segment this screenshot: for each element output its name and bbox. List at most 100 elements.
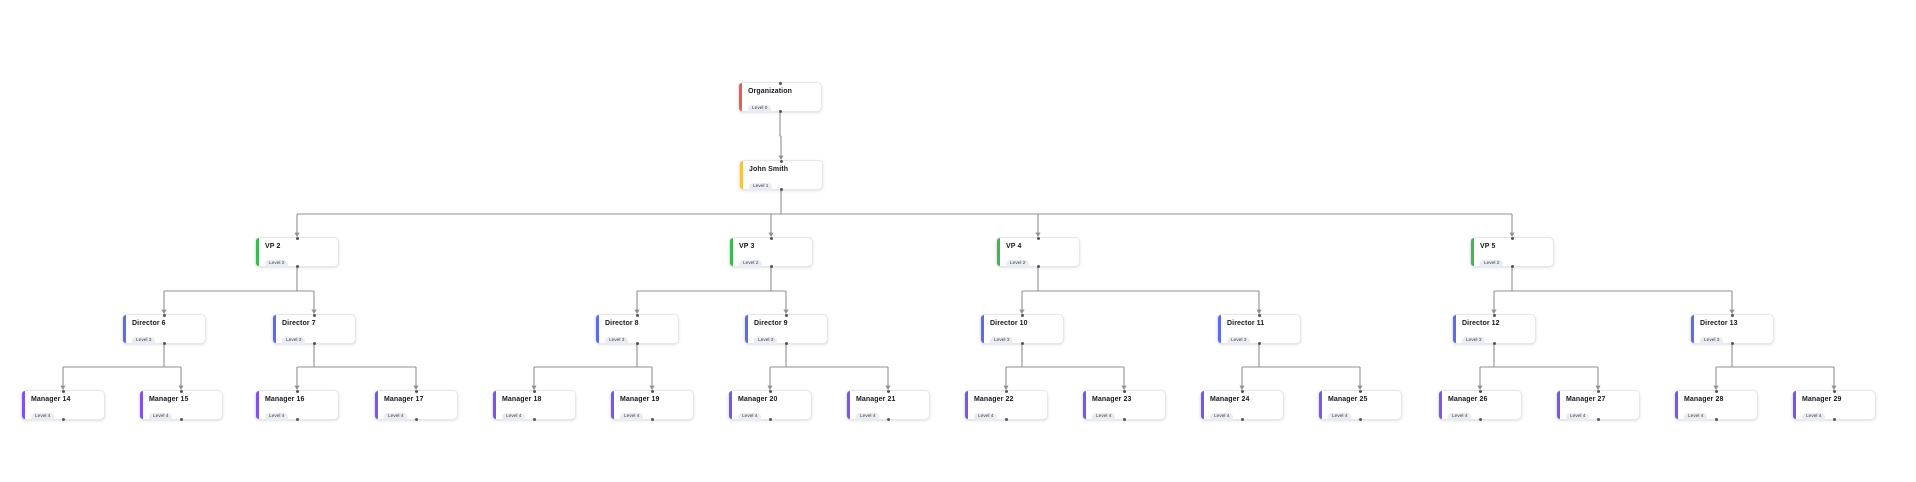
org-node-director-8[interactable]: Director 8 Level 3	[595, 313, 679, 346]
node-accent-bar	[1201, 391, 1204, 419]
node-title: Director 7	[282, 320, 316, 327]
node-handle-top	[768, 389, 772, 393]
node-handle-top	[784, 313, 788, 317]
node-handle-bottom	[635, 341, 639, 345]
node-handle-top	[650, 389, 654, 393]
node-handle-bottom	[1036, 264, 1040, 268]
node-accent-bar	[140, 391, 143, 419]
node-level-badge: Level 3	[1227, 336, 1251, 346]
node-title: VP 2	[265, 243, 281, 250]
node-title: VP 5	[1480, 243, 1496, 250]
node-level-badge: Level 3	[605, 336, 629, 346]
node-handle-top	[886, 389, 890, 393]
org-node-director-12[interactable]: Director 12 Level 3	[1452, 313, 1536, 346]
node-level-badge: Level 3	[990, 336, 1014, 346]
node-accent-bar	[739, 83, 742, 111]
node-accent-bar	[375, 391, 378, 419]
org-node-manager-23[interactable]: Manager 23 Level 4	[1082, 389, 1166, 422]
node-title: Manager 23	[1092, 396, 1132, 403]
node-level-badge: Level 2	[1006, 259, 1030, 269]
node-content: Director 12 Level 3	[1462, 319, 1532, 346]
node-handle-top	[295, 236, 299, 240]
node-level-badge: Level 1	[749, 182, 773, 192]
node-accent-bar	[1793, 391, 1796, 419]
node-handle-top	[1730, 313, 1734, 317]
node-level-badge: Level 4	[149, 412, 173, 422]
node-title: Director 8	[605, 320, 639, 327]
node-handle-top	[1714, 389, 1718, 393]
node-handle-top	[179, 389, 183, 393]
node-level-badge: Level 4	[1566, 412, 1590, 422]
node-handle-top	[312, 313, 316, 317]
node-handle-top	[778, 81, 782, 85]
node-title: Manager 15	[149, 396, 189, 403]
node-accent-bar	[1471, 238, 1474, 266]
node-content: Director 8 Level 3	[605, 319, 675, 346]
node-handle-bottom	[886, 417, 890, 421]
node-accent-bar	[1675, 391, 1678, 419]
org-node-manager-18[interactable]: Manager 18 Level 4	[492, 389, 576, 422]
node-accent-bar	[1083, 391, 1086, 419]
org-node-manager-15[interactable]: Manager 15 Level 4	[139, 389, 223, 422]
node-level-badge: Level 4	[1092, 412, 1116, 422]
node-title: Manager 14	[31, 396, 71, 403]
node-handle-bottom	[769, 264, 773, 268]
node-handle-top	[1492, 313, 1496, 317]
node-level-badge: Level 0	[748, 104, 772, 114]
node-handle-top	[162, 313, 166, 317]
node-handle-bottom	[778, 109, 782, 113]
node-level-badge: Level 4	[502, 412, 526, 422]
node-accent-bar	[740, 161, 743, 189]
org-node-vp-2[interactable]: VP 2 Level 2	[255, 236, 339, 269]
node-handle-bottom	[1714, 417, 1718, 421]
node-accent-bar	[493, 391, 496, 419]
node-accent-bar	[730, 238, 733, 266]
node-handle-bottom	[1358, 417, 1362, 421]
node-title: Manager 24	[1210, 396, 1250, 403]
node-level-badge: Level 3	[1462, 336, 1486, 346]
node-level-badge: Level 2	[265, 259, 289, 269]
node-title: Manager 18	[502, 396, 542, 403]
node-accent-bar	[123, 315, 126, 343]
node-title: Manager 28	[1684, 396, 1724, 403]
node-handle-bottom	[532, 417, 536, 421]
node-title: Director 12	[1462, 320, 1500, 327]
node-handle-bottom	[650, 417, 654, 421]
